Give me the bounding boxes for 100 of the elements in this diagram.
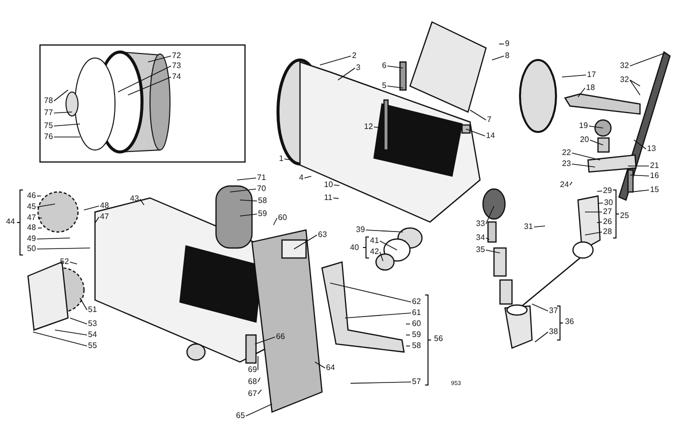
callout-number: 13 bbox=[647, 145, 656, 153]
callout-number: 2 bbox=[352, 52, 356, 60]
callout-number: 53 bbox=[88, 320, 97, 328]
callout-number: 38 bbox=[549, 328, 558, 336]
leader-line bbox=[532, 304, 548, 312]
callout-number: 76 bbox=[44, 133, 53, 141]
gearbox-exploded-drawing bbox=[27, 21, 671, 413]
leader-line bbox=[630, 80, 640, 86]
callout-number: 58 bbox=[258, 197, 267, 205]
leader-line bbox=[572, 152, 600, 160]
callout-number: 48 bbox=[100, 202, 109, 210]
callout-number: 17 bbox=[587, 71, 596, 79]
callout-number: 19 bbox=[579, 122, 588, 130]
group-number: 40 bbox=[350, 244, 359, 252]
callout-number: 22 bbox=[562, 149, 571, 157]
leader-line bbox=[492, 56, 504, 60]
callout-number: 65 bbox=[236, 412, 245, 420]
group-number: 36 bbox=[565, 318, 574, 326]
leader-line bbox=[84, 206, 100, 210]
callout-number: 24 bbox=[560, 181, 569, 189]
callout-number: 33 bbox=[476, 220, 485, 228]
leader-line bbox=[334, 184, 340, 186]
callout-number: 51 bbox=[88, 306, 97, 314]
leader-line bbox=[470, 110, 486, 120]
callout-number: 27 bbox=[603, 208, 612, 216]
group-number: 59 bbox=[412, 331, 421, 339]
callout-number: 7 bbox=[487, 116, 492, 124]
leader-line bbox=[562, 74, 586, 78]
leader-line bbox=[54, 136, 80, 138]
callout-number: 69 bbox=[248, 366, 257, 374]
group-number: 48 bbox=[27, 224, 36, 232]
callout-number: 23 bbox=[562, 160, 571, 168]
leader-line bbox=[314, 362, 326, 368]
leader-line bbox=[70, 262, 78, 264]
leader-line bbox=[304, 176, 312, 178]
callout-number: 30 bbox=[604, 199, 613, 207]
leader-line bbox=[128, 76, 172, 96]
callout-number: 37 bbox=[549, 307, 558, 315]
leader-line bbox=[258, 377, 260, 382]
cover-drum-drawing bbox=[66, 50, 170, 154]
callout-number: 31 bbox=[524, 223, 533, 231]
callout-number: 32 bbox=[620, 62, 629, 70]
callout-number: 18 bbox=[586, 84, 595, 92]
callout-number: 15 bbox=[650, 186, 659, 194]
leader-line bbox=[366, 230, 404, 232]
leader-line bbox=[32, 332, 88, 346]
callout-number: 43 bbox=[130, 195, 139, 203]
leader-line bbox=[584, 232, 602, 236]
leader-line bbox=[54, 112, 72, 114]
callout-number: 39 bbox=[356, 226, 365, 234]
leader-line bbox=[387, 66, 404, 68]
callout-number: 67 bbox=[248, 390, 257, 398]
leader-line bbox=[54, 124, 80, 126]
leader-line bbox=[597, 202, 604, 204]
callout-number: 14 bbox=[486, 132, 495, 140]
callout-number: 45 bbox=[27, 203, 36, 211]
callout-number: 73 bbox=[172, 62, 181, 70]
leader-line bbox=[350, 382, 412, 384]
leader-line bbox=[534, 332, 548, 342]
leader-line bbox=[596, 190, 602, 192]
leader-line bbox=[254, 336, 276, 344]
callout-number: 8 bbox=[505, 52, 510, 60]
leader-line bbox=[330, 282, 412, 302]
leader-line bbox=[36, 204, 56, 208]
leader-line bbox=[630, 80, 640, 96]
leader-line bbox=[630, 190, 650, 192]
callout-number: 61 bbox=[412, 309, 421, 317]
leader-line bbox=[486, 250, 500, 254]
leader-line bbox=[596, 222, 602, 224]
callout-number: 4 bbox=[299, 174, 304, 182]
leader-line bbox=[80, 298, 88, 310]
leader-line bbox=[630, 174, 650, 176]
leader-line bbox=[380, 252, 384, 262]
callout-number: 72 bbox=[172, 52, 181, 60]
callout-number: 9 bbox=[505, 40, 510, 48]
callout-number: 64 bbox=[326, 364, 335, 372]
leader-line bbox=[486, 238, 490, 240]
callout-number: 60 bbox=[278, 214, 287, 222]
leader-line bbox=[118, 66, 172, 92]
callout-number: 1 bbox=[279, 155, 284, 163]
callout-number: 20 bbox=[580, 136, 589, 144]
callout-number: 71 bbox=[257, 174, 266, 182]
leader-line bbox=[70, 318, 88, 324]
group-number: 44 bbox=[6, 218, 15, 226]
group-number: 56 bbox=[434, 335, 443, 343]
callout-number: 66 bbox=[276, 333, 285, 341]
leader-line bbox=[634, 140, 646, 150]
callout-number: 63 bbox=[318, 231, 327, 239]
leader-line bbox=[466, 128, 486, 136]
callout-number: 3 bbox=[356, 64, 360, 72]
callout-number: 42 bbox=[370, 248, 379, 256]
callout-number: 62 bbox=[412, 298, 421, 306]
leader-line bbox=[344, 312, 412, 318]
callout-number: 70 bbox=[257, 185, 266, 193]
leader-line bbox=[54, 90, 68, 102]
leader-line bbox=[230, 188, 256, 192]
leader-line bbox=[578, 88, 586, 98]
callout-number: 26 bbox=[603, 218, 612, 226]
callout-number: 29 bbox=[603, 187, 612, 195]
leader-line bbox=[54, 330, 88, 336]
